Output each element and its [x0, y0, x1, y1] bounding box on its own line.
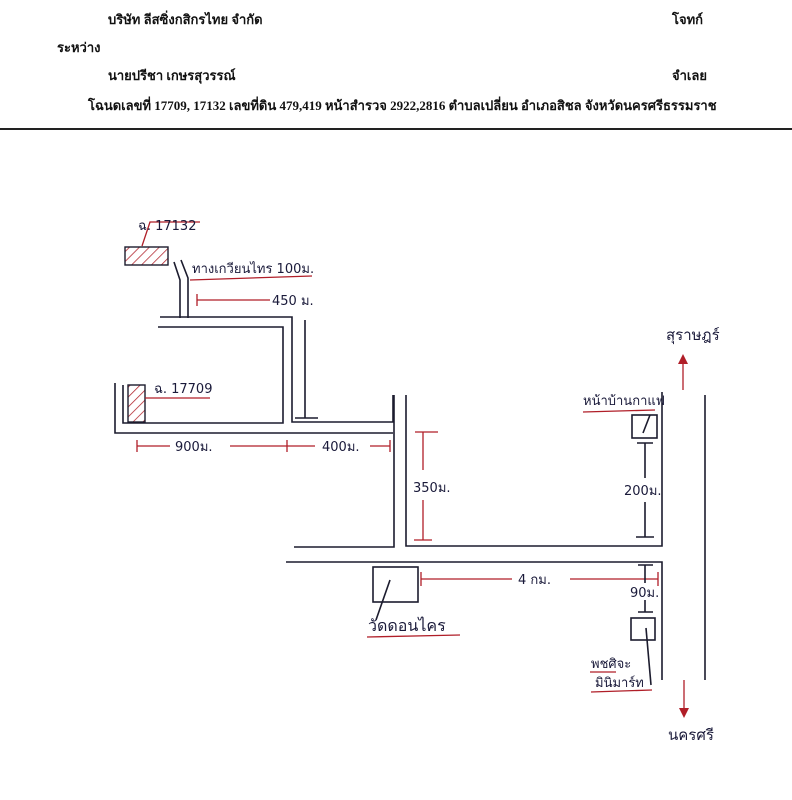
dist-90-label: 90ม. [630, 586, 659, 601]
coffee-shop-marker: หน้าบ้านกาแฟ [582, 394, 665, 439]
parcel-17132-label: ฉ. 17132 [138, 219, 196, 234]
parcel-17709: ฉ. 17709 [127, 382, 212, 423]
dist-450-label: 450 ม. [272, 294, 314, 309]
coffee-shop-label: หน้าบ้านกาแฟ [583, 394, 665, 409]
dimension-350: 350ม. [413, 431, 451, 541]
cart-track-road: ทางเกวียนไทร 100ม. 450 ม. [173, 259, 314, 318]
dist-4km-label: 4 กม. [518, 573, 551, 588]
temple-label: วัดดอนไคร [368, 616, 446, 635]
dist-400-label: 400ม. [322, 440, 360, 455]
defendant-name: นายปรีชา เกษรสุวรรณ์ [108, 68, 236, 83]
south-destination-label: นครศรี [668, 726, 714, 744]
north-direction: สุราษฎร์ [666, 326, 720, 390]
arrow-down-icon [679, 708, 689, 718]
north-destination-label: สุราษฎร์ [666, 326, 720, 345]
dist-900-label: 900ม. [175, 440, 213, 455]
temple-marker: วัดดอนไคร [366, 566, 461, 638]
plaintiff-role: โจทก์ [672, 12, 704, 27]
dimension-4km: 4 กม. [420, 572, 659, 588]
arrow-up-icon [678, 354, 688, 364]
minimart-marker: พชศิจะ มินิมาร์ท [590, 617, 656, 693]
south-direction: นครศรี [668, 680, 714, 744]
defendant-role: จำเลย [672, 68, 707, 83]
dist-350-label: 350ม. [413, 481, 451, 496]
header-divider [0, 128, 792, 130]
plaintiff-name: บริษัท ลีสซิ่งกสิกรไทย จำกัด [108, 12, 263, 27]
parcel-17709-label: ฉ. 17709 [154, 382, 212, 397]
dist-200-label: 200ม. [624, 484, 662, 499]
dimension-900-400: 900ม. 400ม. [136, 440, 391, 455]
cart-track-label: ทางเกวียนไทร 100ม. [192, 261, 314, 277]
parcel-17132: ฉ. 17132 [124, 219, 200, 266]
roads-upper [114, 316, 394, 434]
dimension-90: 90ม. [630, 564, 659, 613]
dimension-200: 200ม. [624, 442, 662, 538]
property-description: โฉนดเลขที่ 17709, 17132 เลขที่ดิน 479,41… [88, 98, 717, 113]
between-label: ระหว่าง [57, 40, 101, 55]
roads-main [286, 392, 706, 680]
minimart-label-line1: พชศิจะ [591, 657, 631, 672]
minimart-label-line2: มินิมาร์ท [595, 675, 644, 691]
